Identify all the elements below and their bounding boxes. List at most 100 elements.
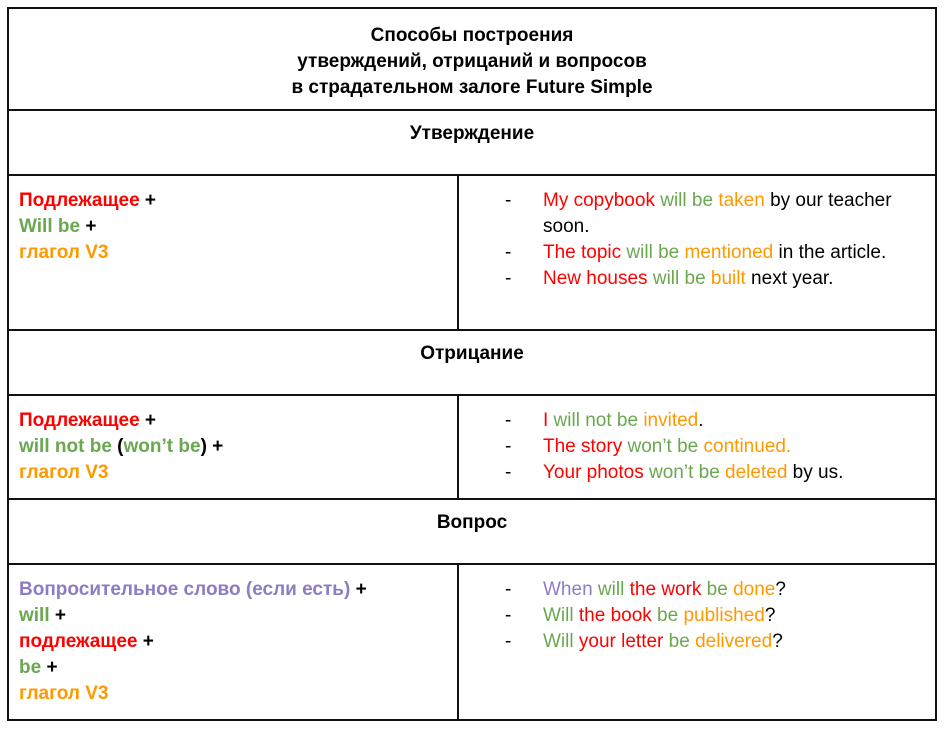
section-heading-affirmative: Утверждение [7,109,937,176]
formula-line: глагол V3 [19,460,447,486]
text-segment: the book [573,605,652,626]
text-segment: ) + [200,436,224,457]
text-segment: ? [775,579,786,600]
text-segment: глагол V3 [19,242,109,263]
example-item: - The story won’t be continued. [459,434,925,460]
text-segment: глагол V3 [19,683,109,704]
bullet-dash: - [505,462,512,483]
text-segment: will not be [19,436,112,457]
text-segment: invited [643,410,699,431]
bullet-dash: - [505,631,512,652]
bullet-dash: - [505,410,512,431]
formula-line: Вопросительное слово (если есть) + [19,577,447,603]
title-line: утверждений, отрицаний и вопросов [297,51,647,72]
text-segment: Will [543,605,574,626]
text-segment: will be [621,242,685,263]
bullet-dash: - [505,436,512,457]
formula-line: will + [19,603,447,629]
text-segment: + [139,190,157,211]
passive-future-simple-table: Способы построения утверждений, отрицани… [7,7,937,721]
text-segment: deleted [725,462,788,483]
text-segment: be [651,605,684,626]
text-segment: The story [543,436,623,457]
example-item: - Will your letter be delivered? [459,629,925,655]
text-segment: won’t be [123,436,201,457]
text-segment: + [350,579,367,600]
text-segment: + [49,605,66,626]
text-segment: + [139,410,157,431]
title-line: Способы построения [370,25,574,46]
formula-negative: Подлежащее +will not be (won’t be) +глаг… [7,394,459,500]
text-segment: глагол V3 [19,462,109,483]
text-segment: published [683,605,765,626]
text-segment: taken [718,190,765,211]
text-segment: built [710,268,746,289]
text-segment: won’t be [622,436,704,457]
text-segment: Подлежащее [19,410,140,431]
example-item: - Your photos won’t be deleted by us. [459,460,925,486]
formula-line: Подлежащее + [19,408,447,434]
text-segment: next year. [745,268,834,289]
example-item: - I will not be invited. [459,408,925,434]
example-item: - Will the book be published? [459,603,925,629]
text-segment: + [80,216,97,237]
text-segment: will not be [548,410,644,431]
text-segment: Вопросительное слово (если есть) [19,579,351,600]
formula-line: Will be + [19,214,447,240]
bullet-dash: - [505,190,512,211]
section-heading-negative: Отрицание [7,329,937,396]
formula-line: глагол V3 [19,240,447,266]
text-segment: подлежащее [19,631,138,652]
formula-line: will not be (won’t be) + [19,434,447,460]
bullet-dash: - [505,605,512,626]
text-segment: by our teacher soon. [543,190,892,237]
title-line: в страдательном залоге Future Simple [291,77,653,98]
bullet-dash: - [505,579,512,600]
formula-line: глагол V3 [19,681,447,707]
text-segment: continued. [703,436,792,457]
formula-affirmative: Подлежащее +Will be +глагол V3 [7,174,459,331]
text-segment: ? [772,631,783,652]
text-segment: be [663,631,696,652]
examples-negative: - I will not be invited. - The story won’t … [457,394,937,500]
text-segment: mentioned [684,242,774,263]
text-segment: will be [647,268,711,289]
text-segment: Your photos [543,462,644,483]
text-segment: Will be [19,216,81,237]
section-heading-question: Вопрос [7,498,937,565]
formula-question: Вопросительное слово (если есть) +will +… [7,563,459,721]
text-segment: will [19,605,50,626]
table-title: Способы построения утверждений, отрицани… [7,7,937,111]
text-segment: The topic [543,242,622,263]
text-segment: by us. [787,462,844,483]
text-segment: I [543,410,549,431]
text-segment: Подлежащее [19,190,140,211]
example-item: - New houses will be built next year. [459,266,925,292]
text-segment: won’t be [643,462,726,483]
example-item: - When will the work be done? [459,577,925,603]
text-segment: New houses [543,268,648,289]
bullet-dash: - [505,268,512,289]
text-segment: Will [543,631,574,652]
examples-question: - When will the work be done? - Will the bo… [457,563,937,721]
text-segment: be [19,657,42,678]
example-item: - The topic will be mentioned in the arti… [459,240,925,266]
text-segment: the work [629,579,702,600]
text-segment: My copybook [543,190,655,211]
text-segment: When [543,579,593,600]
text-segment: ( [111,436,124,457]
text-segment: + [41,657,58,678]
text-segment: done [733,579,776,600]
text-segment: will [592,579,630,600]
text-segment: delivered [695,631,773,652]
bullet-dash: - [505,242,512,263]
text-segment: ? [764,605,776,626]
example-item: -My copybook will be taken by our teache… [459,188,925,240]
examples-affirmative: - My copybook will be taken by our teache… [457,174,937,331]
text-segment: + [137,631,154,652]
text-segment: your letter [573,631,664,652]
text-segment: in the article. [773,242,887,263]
formula-line: Подлежащее + [19,188,447,214]
text-segment: be [701,579,734,600]
text-segment: . [698,410,704,431]
